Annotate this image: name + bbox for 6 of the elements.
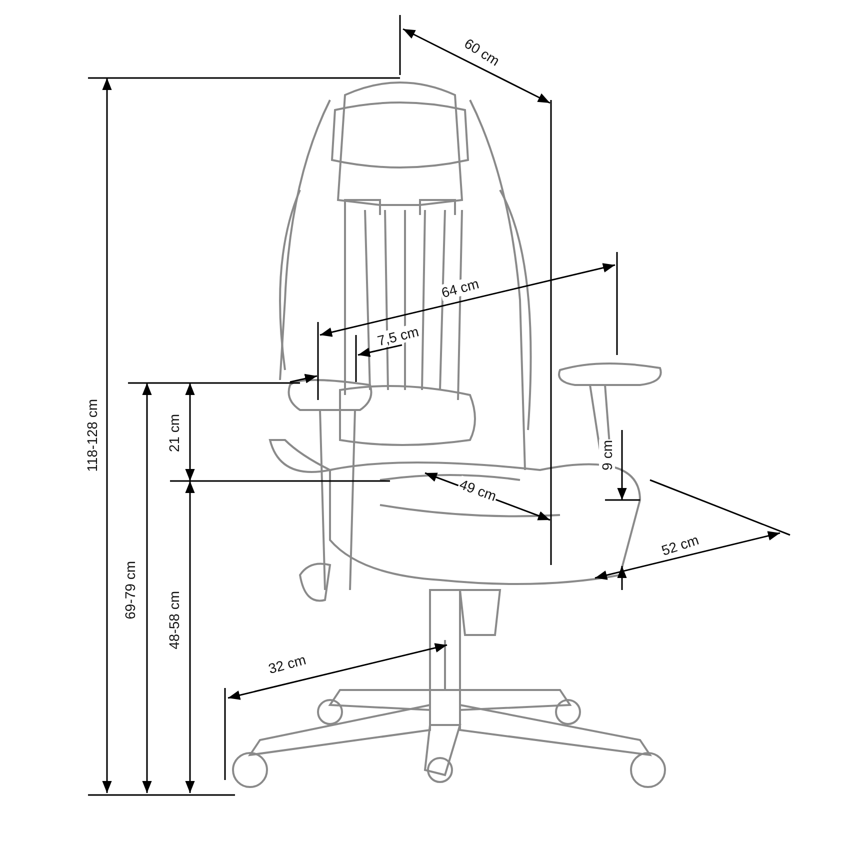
dimension-label: 9 cm [599,439,615,472]
dimension-label: 21 cm [166,413,182,454]
dimension-label: 118-128 cm [84,398,100,472]
dimension-label: 69-79 cm [122,560,138,620]
dimension-label: 7,5 cm [374,322,422,350]
dimension-label: 48-58 cm [166,590,182,650]
